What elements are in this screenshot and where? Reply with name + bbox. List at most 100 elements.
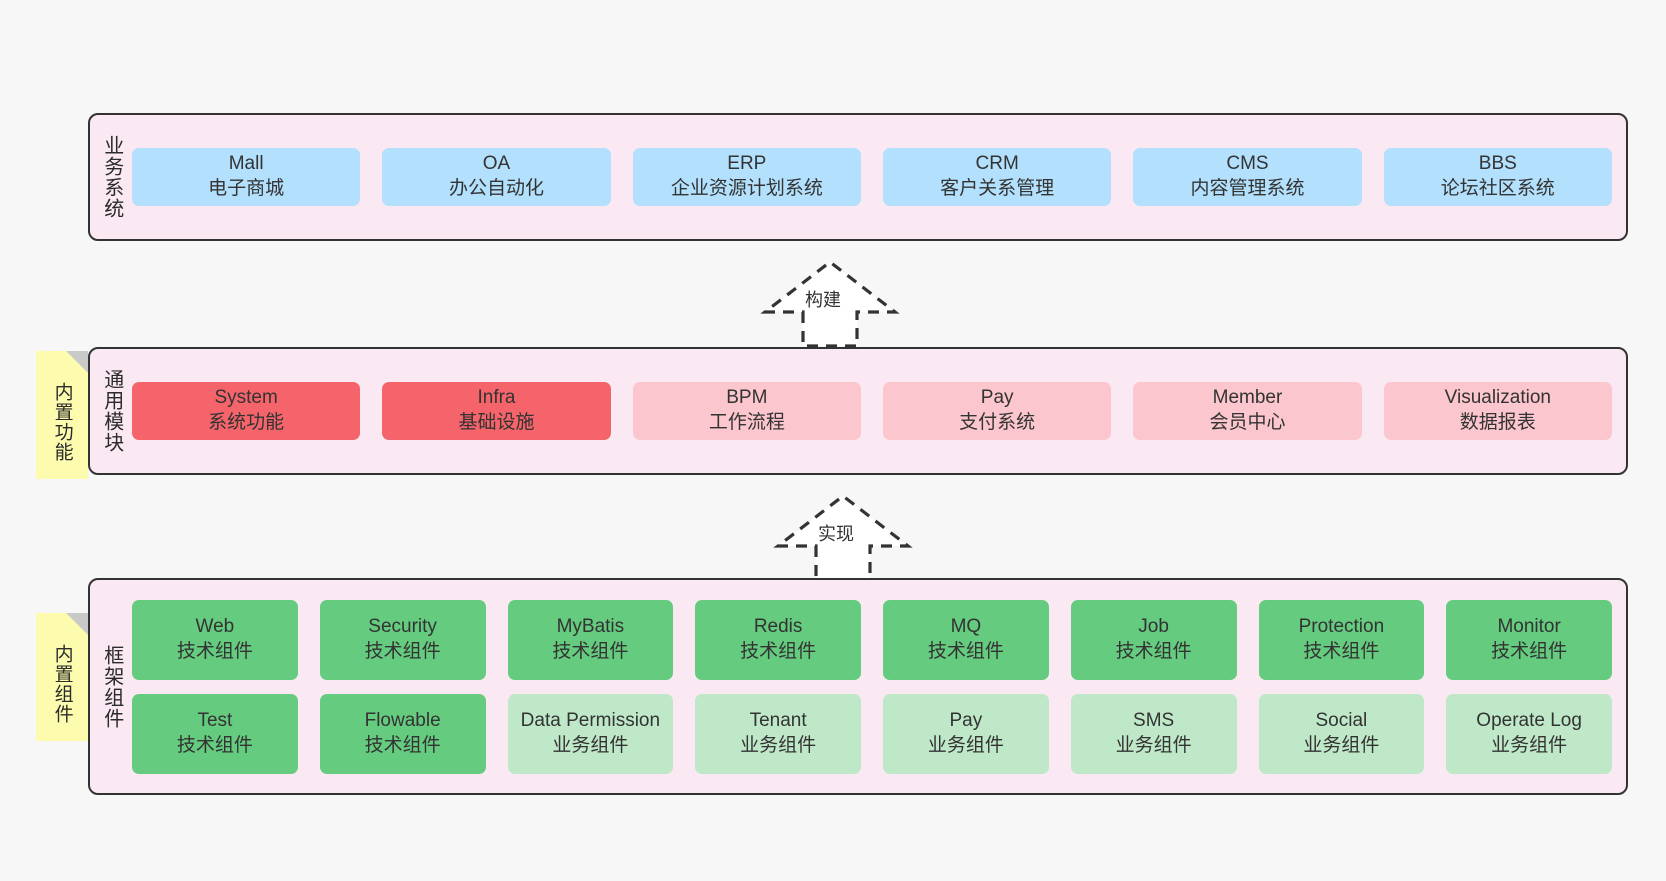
card-title: Flowable <box>364 709 441 731</box>
card-subtitle: 论坛社区系统 <box>1440 178 1555 199</box>
card-title: Operate Log <box>1476 709 1582 731</box>
implement-arrow-label: 实现 <box>818 524 854 544</box>
card-visualization[interactable]: Visualization 数据报表 <box>1383 382 1612 440</box>
card-sms[interactable]: SMS 业务组件 <box>1070 693 1237 774</box>
card-subtitle: 技术组件 <box>552 640 629 662</box>
layer-title-common-modules: 通用模块 <box>100 369 123 453</box>
card-row: Web 技术组件 Security 技术组件 MyBatis 技术组件 Redi… <box>132 599 1612 680</box>
card-subtitle: 业务组件 <box>1491 734 1568 756</box>
card-subtitle: 技术组件 <box>176 734 253 756</box>
sticky-note-builtin-components: 内置组件 <box>36 613 88 741</box>
card-data-permission[interactable]: Data Permission 业务组件 <box>507 693 674 774</box>
card-erp[interactable]: ERP 企业资源计划系统 <box>632 148 861 206</box>
card-cms[interactable]: CMS 内容管理系统 <box>1133 148 1362 206</box>
card-mybatis[interactable]: MyBatis 技术组件 <box>507 599 674 680</box>
card-subtitle: 业务组件 <box>552 734 629 756</box>
card-bbs[interactable]: BBS 论坛社区系统 <box>1383 148 1612 206</box>
card-subtitle: 业务组件 <box>1115 734 1192 756</box>
card-oa[interactable]: OA 办公自动化 <box>382 148 611 206</box>
card-title: Web <box>195 615 235 637</box>
card-subtitle: 技术组件 <box>364 734 441 756</box>
card-subtitle: 业务组件 <box>1303 734 1380 756</box>
card-title: Infra <box>477 387 516 409</box>
card-operate-log[interactable]: Operate Log 业务组件 <box>1446 693 1612 774</box>
card-redis[interactable]: Redis 技术组件 <box>695 599 861 680</box>
card-subtitle: 技术组件 <box>740 640 817 662</box>
card-infra[interactable]: Infra 基础设施 <box>382 382 611 440</box>
card-mq[interactable]: MQ 技术组件 <box>883 599 1049 680</box>
card-title: Mall <box>228 153 264 175</box>
card-pay-module[interactable]: Pay 支付系统 <box>882 382 1112 440</box>
implement-arrow-icon <box>773 493 913 582</box>
card-title: Job <box>1138 615 1169 637</box>
layer-body-framework-components: Web 技术组件 Security 技术组件 MyBatis 技术组件 Redi… <box>132 580 1626 793</box>
card-title: BBS <box>1478 153 1517 175</box>
note-fold-corner-icon <box>66 351 88 373</box>
card-title: Data Permission <box>520 709 661 731</box>
card-flowable[interactable]: Flowable 技术组件 <box>319 693 486 774</box>
card-title: Social <box>1315 709 1368 731</box>
card-subtitle: 办公自动化 <box>448 178 544 199</box>
card-web[interactable]: Web 技术组件 <box>132 599 298 680</box>
card-social[interactable]: Social 业务组件 <box>1258 693 1425 774</box>
card-row: Test 技术组件 Flowable 技术组件 Data Permission … <box>132 693 1612 774</box>
card-subtitle: 业务组件 <box>740 734 817 756</box>
card-subtitle: 支付系统 <box>959 412 1036 433</box>
card-protection[interactable]: Protection 技术组件 <box>1258 599 1425 680</box>
card-title: ERP <box>727 153 767 175</box>
card-title: Test <box>197 709 233 731</box>
build-arrow-label: 构建 <box>805 290 841 310</box>
card-security[interactable]: Security 技术组件 <box>319 599 486 680</box>
card-subtitle: 会员中心 <box>1209 412 1286 433</box>
card-row: Mall 电子商城 OA 办公自动化 ERP 企业资源计划系统 CRM 客户关系… <box>132 148 1612 206</box>
card-pay-component[interactable]: Pay 业务组件 <box>883 693 1049 774</box>
card-subtitle: 内容管理系统 <box>1190 178 1305 199</box>
layer-business-systems: 业务系统 Mall 电子商城 OA 办公自动化 ERP 企业资源计划系统 CRM… <box>88 113 1628 241</box>
card-row: System 系统功能 Infra 基础设施 BPM 工作流程 Pay 支付系统… <box>132 382 1612 440</box>
card-title: MyBatis <box>556 615 625 637</box>
card-title: Monitor <box>1497 615 1561 637</box>
card-bpm[interactable]: BPM 工作流程 <box>632 382 861 440</box>
card-subtitle: 技术组件 <box>1491 640 1568 662</box>
card-title: Protection <box>1298 615 1385 637</box>
card-monitor[interactable]: Monitor 技术组件 <box>1446 599 1612 680</box>
build-arrow-icon <box>760 259 900 348</box>
card-title: OA <box>482 153 511 175</box>
card-title: Member <box>1212 387 1283 409</box>
layer-body-common-modules: System 系统功能 Infra 基础设施 BPM 工作流程 Pay 支付系统… <box>132 349 1626 473</box>
card-test[interactable]: Test 技术组件 <box>132 693 298 774</box>
card-subtitle: 企业资源计划系统 <box>670 178 823 199</box>
card-title: Pay <box>949 709 983 731</box>
card-tenant[interactable]: Tenant 业务组件 <box>695 693 861 774</box>
card-subtitle: 客户关系管理 <box>940 178 1055 199</box>
card-subtitle: 技术组件 <box>1115 640 1192 662</box>
card-title: Redis <box>753 615 803 637</box>
card-crm[interactable]: CRM 客户关系管理 <box>882 148 1112 206</box>
sticky-note-label: 内置功能 <box>51 382 73 462</box>
layer-framework-components: 框架组件 Web 技术组件 Security 技术组件 MyBatis 技术组件… <box>88 578 1628 795</box>
card-title: MQ <box>950 615 982 637</box>
card-system[interactable]: System 系统功能 <box>132 382 361 440</box>
card-subtitle: 技术组件 <box>364 640 441 662</box>
card-subtitle: 技术组件 <box>176 640 253 662</box>
card-subtitle: 基础设施 <box>458 412 535 433</box>
sticky-note-label: 内置组件 <box>51 644 73 724</box>
build-arrow: 构建 <box>755 258 905 348</box>
card-subtitle: 电子商城 <box>208 178 285 199</box>
layer-body-business-systems: Mall 电子商城 OA 办公自动化 ERP 企业资源计划系统 CRM 客户关系… <box>132 115 1626 239</box>
card-member[interactable]: Member 会员中心 <box>1133 382 1362 440</box>
card-mall[interactable]: Mall 电子商城 <box>132 148 361 206</box>
card-job[interactable]: Job 技术组件 <box>1070 599 1237 680</box>
card-subtitle: 工作流程 <box>708 412 785 433</box>
card-title: Security <box>368 615 437 637</box>
card-title: Visualization <box>1444 387 1551 409</box>
card-title: CRM <box>975 153 1019 175</box>
card-subtitle: 技术组件 <box>927 640 1004 662</box>
note-fold-corner-icon <box>66 613 88 635</box>
sticky-note-builtin-functions: 内置功能 <box>36 351 88 479</box>
card-title: BPM <box>726 387 768 409</box>
layer-title-business-systems: 业务系统 <box>100 135 123 219</box>
card-title: CMS <box>1226 153 1269 175</box>
card-title: SMS <box>1133 709 1175 731</box>
